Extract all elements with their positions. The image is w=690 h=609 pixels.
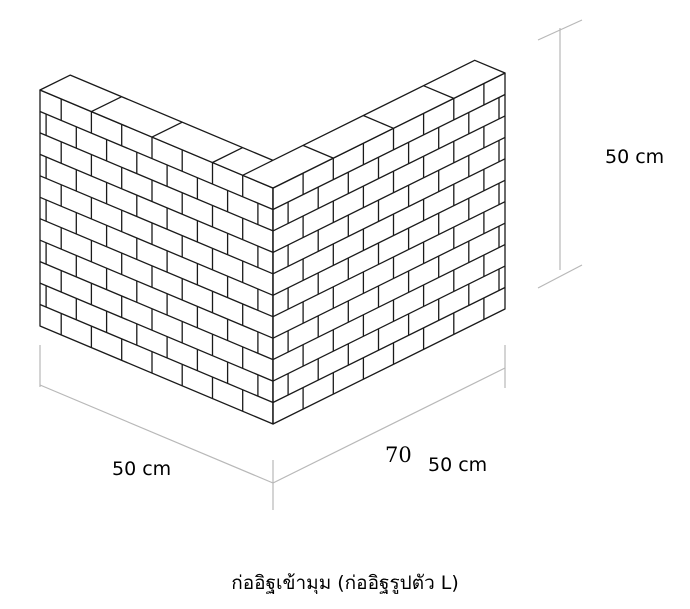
left-wall-course [39, 282, 274, 382]
right-wall-course [272, 244, 506, 361]
dimension-lines [39, 19, 583, 510]
right-top-joint [423, 85, 455, 99]
left-width-dimension-line [39, 384, 274, 484]
right-wall-course [272, 158, 506, 275]
left-wall-course [39, 110, 274, 211]
right-top-joint [302, 144, 334, 159]
left-width-dimension-label: 50 cm [112, 458, 172, 480]
right-width-dimension-line [272, 367, 506, 484]
diagram-caption: ก่ออิฐเข้ามุม (ก่ออิฐรูปตัว L) [231, 572, 459, 594]
right-wall-course [272, 93, 506, 211]
right-wall-course [272, 115, 506, 232]
left-top-joint [151, 121, 183, 138]
left-wall-course [39, 153, 274, 253]
left-wall-course [39, 218, 274, 318]
height-dim-tick-bottom [537, 264, 583, 289]
left-top-joint [212, 147, 243, 164]
left-wall-face [39, 89, 274, 425]
left-wall-course [39, 196, 274, 296]
brick-wall [39, 59, 506, 425]
left-wall-course [39, 303, 274, 404]
right-wall-course [272, 201, 506, 318]
right-wall-course [272, 286, 506, 404]
right-width-dimension-label: 50 cm [428, 454, 488, 476]
right-wall-course [272, 265, 506, 382]
left-top-joint [91, 96, 122, 113]
left-wall-course [39, 132, 274, 232]
left-wall-course [39, 175, 274, 275]
right-top-joint [363, 114, 394, 129]
height-dim-tick-top [537, 19, 583, 41]
left-wall-course [39, 239, 274, 339]
height-dimension-label: 50 cm [605, 146, 665, 168]
right-wall-course [272, 222, 506, 339]
right-wall-course [272, 179, 506, 296]
left-wall-course [39, 261, 274, 361]
right-wall-course [272, 136, 506, 253]
stray-number-label: 70 [385, 443, 412, 467]
